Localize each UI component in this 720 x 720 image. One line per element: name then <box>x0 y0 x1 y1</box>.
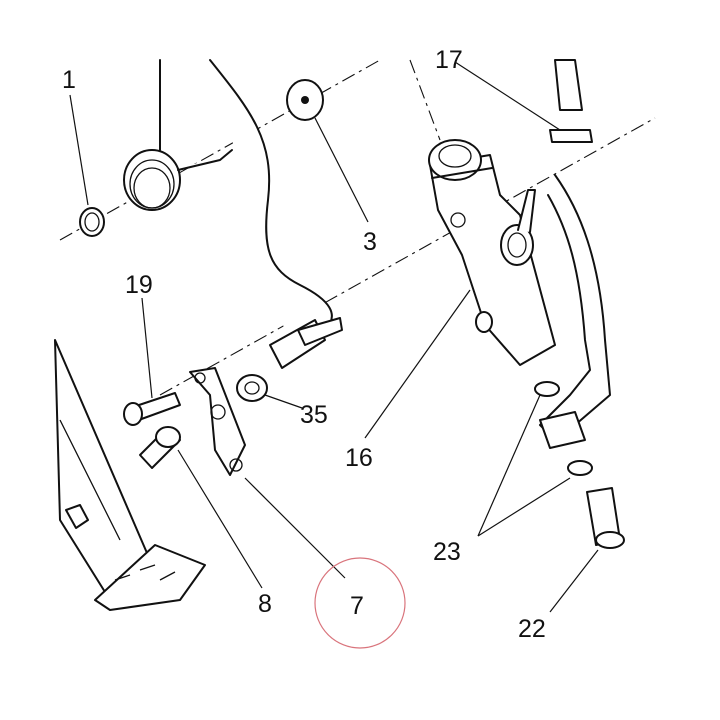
master-cylinder-part-16 <box>428 139 556 366</box>
reservoir-hose <box>549 59 593 143</box>
washer-part-35 <box>236 374 268 402</box>
washer-part-3 <box>286 79 324 121</box>
callout-8: 8 <box>258 590 272 618</box>
pedal-lever <box>65 504 206 611</box>
callout-19: 19 <box>125 271 153 299</box>
banjo-bolt-part-22 <box>586 487 625 549</box>
return-spring <box>123 59 233 211</box>
callout-23: 23 <box>433 538 461 566</box>
pushrod <box>209 59 343 369</box>
callout-1: 1 <box>62 66 76 94</box>
pivot-pin-part-8 <box>139 426 181 469</box>
link-bracket-part-7 <box>189 367 246 476</box>
callout-16: 16 <box>345 444 373 472</box>
assembly-axes <box>59 59 656 396</box>
circlip-part-1 <box>79 207 105 237</box>
sealing-washers-part-23 <box>534 381 593 476</box>
callout-17: 17 <box>435 46 463 74</box>
callout-35: 35 <box>300 401 328 429</box>
callout-3: 3 <box>363 228 377 256</box>
callout-22: 22 <box>518 615 546 643</box>
brake-line <box>539 174 611 449</box>
callout-7: 7 <box>350 592 364 620</box>
frame-bracket <box>54 339 151 601</box>
leader-lines <box>69 61 599 613</box>
bolt-part-19 <box>123 392 181 426</box>
highlight-circle <box>314 557 406 649</box>
